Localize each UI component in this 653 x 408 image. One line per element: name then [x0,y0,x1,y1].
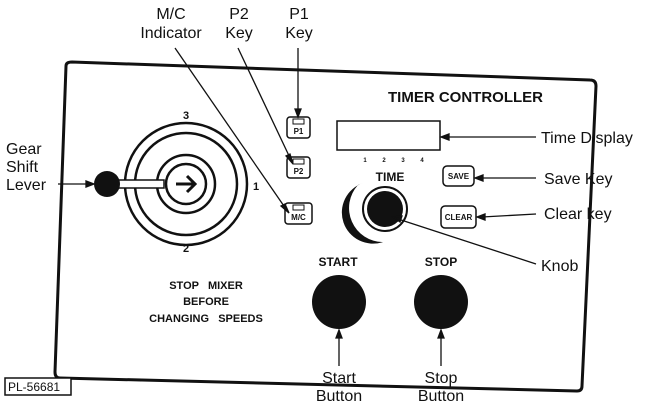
leader-lines [58,47,537,366]
save-key-label: SAVE [448,172,470,181]
time-tick-4: 4 [420,158,424,164]
callout-save-key: Save Key [544,171,612,188]
callout-start-line-2: Button [316,388,362,405]
callout-stop-line-1: Stop [425,370,458,387]
callout-gear-line-2: Shift [6,159,39,176]
mc-key[interactable]: M/C [284,202,313,225]
warning-line-1: STOP MIXER [169,280,243,292]
clear-key-label: CLEAR [445,213,473,222]
gear-number-2: 2 [183,243,189,255]
callout-p1-key-line-2: Key [285,25,313,42]
reference-id: PL-56681 [8,380,60,394]
callout-mc-indicator-line-1: M/C [156,6,185,23]
warning-line-3: CHANGING SPEEDS [149,313,263,325]
callout-gear-line-1: Gear [6,141,42,158]
callout-stop-line-2: Button [418,388,464,405]
gear-number-3: 3 [183,110,189,122]
stop-label: STOP [425,255,457,269]
panel-title: TIMER CONTROLLER [388,89,543,106]
callout-clear-key: Clear key [544,206,612,223]
start-label: START [318,255,358,269]
gear-number-1: 1 [253,181,259,193]
panel-outline [53,60,598,393]
p2-key-label: P2 [294,167,304,176]
callout-p2-key-line-1: P2 [229,6,249,23]
p1-key-label: P1 [294,127,304,136]
callout-mc-indicator-line-2: Indicator [140,25,202,42]
callout-time-display: Time Display [541,130,633,147]
gear-shift-lever[interactable] [94,171,165,197]
time-tick-3: 3 [401,158,405,164]
callout-start-line-1: Start [322,370,356,387]
warning-line-2: BEFORE [183,296,229,308]
time-tick-2: 2 [382,158,386,164]
arrow-right-icon [176,174,198,194]
time-ticks: 1 2 3 4 [363,158,424,164]
time-knob[interactable] [362,186,408,232]
time-display [336,120,441,151]
start-button[interactable] [312,275,366,329]
mc-key-label: M/C [291,213,306,222]
clear-key[interactable]: CLEAR [440,205,477,229]
time-tick-1: 1 [363,158,367,164]
callout-p2-key-line-2: Key [225,25,253,42]
callout-knob: Knob [541,258,578,275]
save-key[interactable]: SAVE [442,165,475,187]
reference-id-box: PL-56681 [4,377,72,396]
callout-p1-key-line-1: P1 [289,6,309,23]
knob-arc [341,183,383,244]
p1-key[interactable]: P1 [286,116,311,139]
callout-gear-line-3: Lever [6,177,47,194]
time-label: TIME [376,170,405,184]
stop-button[interactable] [414,275,468,329]
